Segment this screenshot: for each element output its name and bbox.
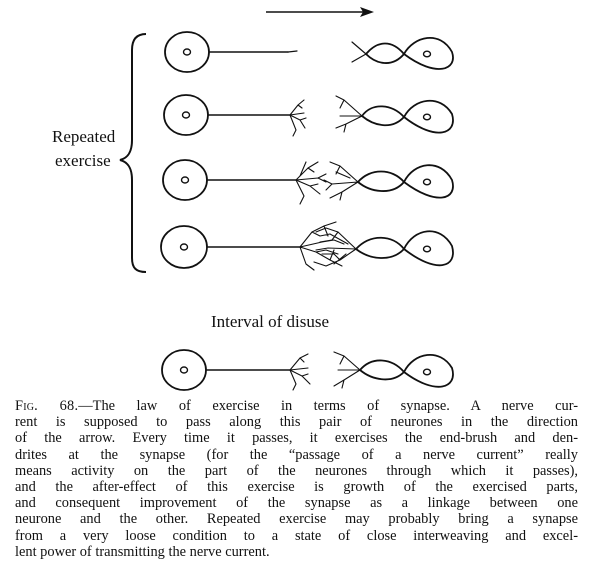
right-neurone-5 xyxy=(333,351,454,389)
caption-line: means activity on the part of the neuron… xyxy=(15,462,578,479)
right-neurone-4 xyxy=(313,227,454,267)
left-neurone-3 xyxy=(162,159,327,205)
neurone-pair-2 xyxy=(163,94,454,137)
caption-line: from a very loose condition to a state o… xyxy=(15,527,578,544)
direction-arrow xyxy=(266,7,374,17)
right-neurone-2 xyxy=(335,95,454,134)
neurone-pair-4 xyxy=(160,221,454,271)
left-neurone-5 xyxy=(161,349,311,391)
caption-line: neurone and the other. Repeated exercise… xyxy=(15,511,578,528)
figure-caption: Fig. 68.—The law of exercise in terms of… xyxy=(15,398,578,560)
left-neurone-2 xyxy=(163,94,307,137)
figure-number: Fig. 68. xyxy=(15,398,79,414)
neurone-pair-1 xyxy=(164,31,454,73)
right-neurone-3 xyxy=(323,161,454,201)
interval-of-disuse-label: Interval of disuse xyxy=(211,312,329,331)
right-neurone-1 xyxy=(351,36,454,70)
neurone-pair-5 xyxy=(161,349,454,391)
caption-line: lent power of transmitting the nerve cur… xyxy=(15,543,270,560)
caption-line: and the after-effect of this exercise is… xyxy=(15,479,578,496)
exercise-label: exercise xyxy=(55,151,111,170)
repeated-exercise-brace xyxy=(119,33,147,273)
synapse-diagram: Repeated exercise Interval of disuse xyxy=(52,7,454,391)
caption-line: and consequent improvement of the synaps… xyxy=(15,495,578,512)
left-neurone-1 xyxy=(164,31,298,73)
caption-line: Fig. 68.—The law of exercise in terms of… xyxy=(15,398,579,414)
left-neurone-4 xyxy=(160,221,345,271)
caption-line: of the arrow. Every time it passes, it e… xyxy=(15,430,578,447)
caption-line: drites at the synapse (for the “passage … xyxy=(15,446,578,463)
caption-line: rent is supposed to pass along this pair… xyxy=(15,414,578,431)
repeated-label: Repeated xyxy=(52,127,116,146)
neurone-pair-3 xyxy=(162,159,454,205)
